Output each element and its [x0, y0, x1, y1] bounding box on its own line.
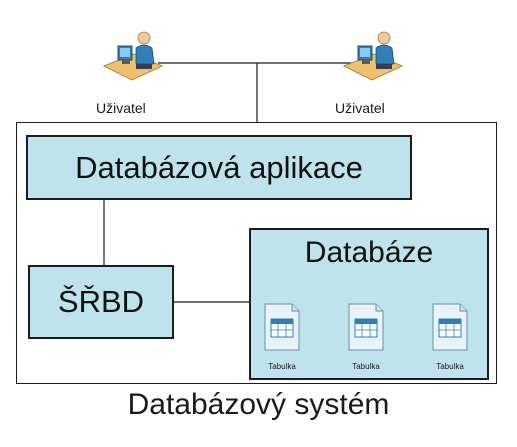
- dbms-label: ŠŘBD: [57, 284, 145, 319]
- table-icon: [348, 303, 384, 351]
- database-system-caption: Databázový systém: [127, 388, 390, 421]
- table-label: Tabulka: [268, 362, 296, 371]
- user-label: Uživatel: [335, 100, 385, 116]
- table-label: Tabulka: [352, 362, 380, 371]
- database-application-label: Databázová aplikace: [75, 149, 363, 185]
- dbms-box: ŠŘBD: [28, 265, 174, 339]
- database-system-frame: [16, 122, 497, 384]
- table-icon: [432, 303, 468, 351]
- table-label: Tabulka: [436, 362, 464, 371]
- database-application-box: Databázová aplikace: [26, 135, 412, 200]
- user-computer-icon: [102, 31, 164, 81]
- table-icon: [264, 303, 300, 351]
- user-label: Uživatel: [96, 100, 146, 116]
- user-computer-icon: [342, 31, 404, 81]
- database-label: Databáze: [304, 236, 434, 269]
